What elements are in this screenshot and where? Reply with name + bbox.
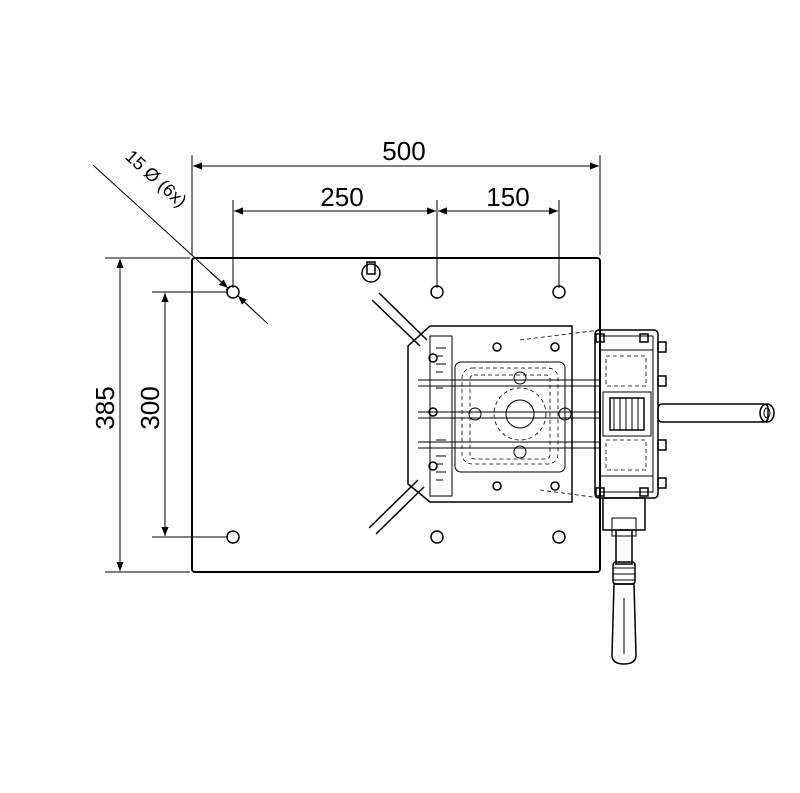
dim-text-250: 250 xyxy=(320,182,363,212)
horizontal-handle-bar xyxy=(657,403,775,423)
dim-text-300: 300 xyxy=(135,386,165,429)
mounting-holes xyxy=(226,285,566,544)
gearbox-housing xyxy=(594,329,667,499)
hole-leader-line xyxy=(92,164,229,289)
base-plate xyxy=(191,257,601,573)
mounting-hole xyxy=(552,530,566,544)
crank-handle xyxy=(602,497,646,665)
machine-assembly xyxy=(368,292,601,535)
dim-text-150: 150 xyxy=(486,182,529,212)
dim-text-500: 500 xyxy=(382,136,425,166)
dim-text-385: 385 xyxy=(90,386,120,429)
mounting-hole xyxy=(226,530,240,544)
key-symbol-icon xyxy=(361,261,381,283)
mounting-hole xyxy=(430,530,444,544)
hole-callout-text: 15 Ø (6x) xyxy=(121,146,190,211)
dimension-lines xyxy=(92,155,601,573)
